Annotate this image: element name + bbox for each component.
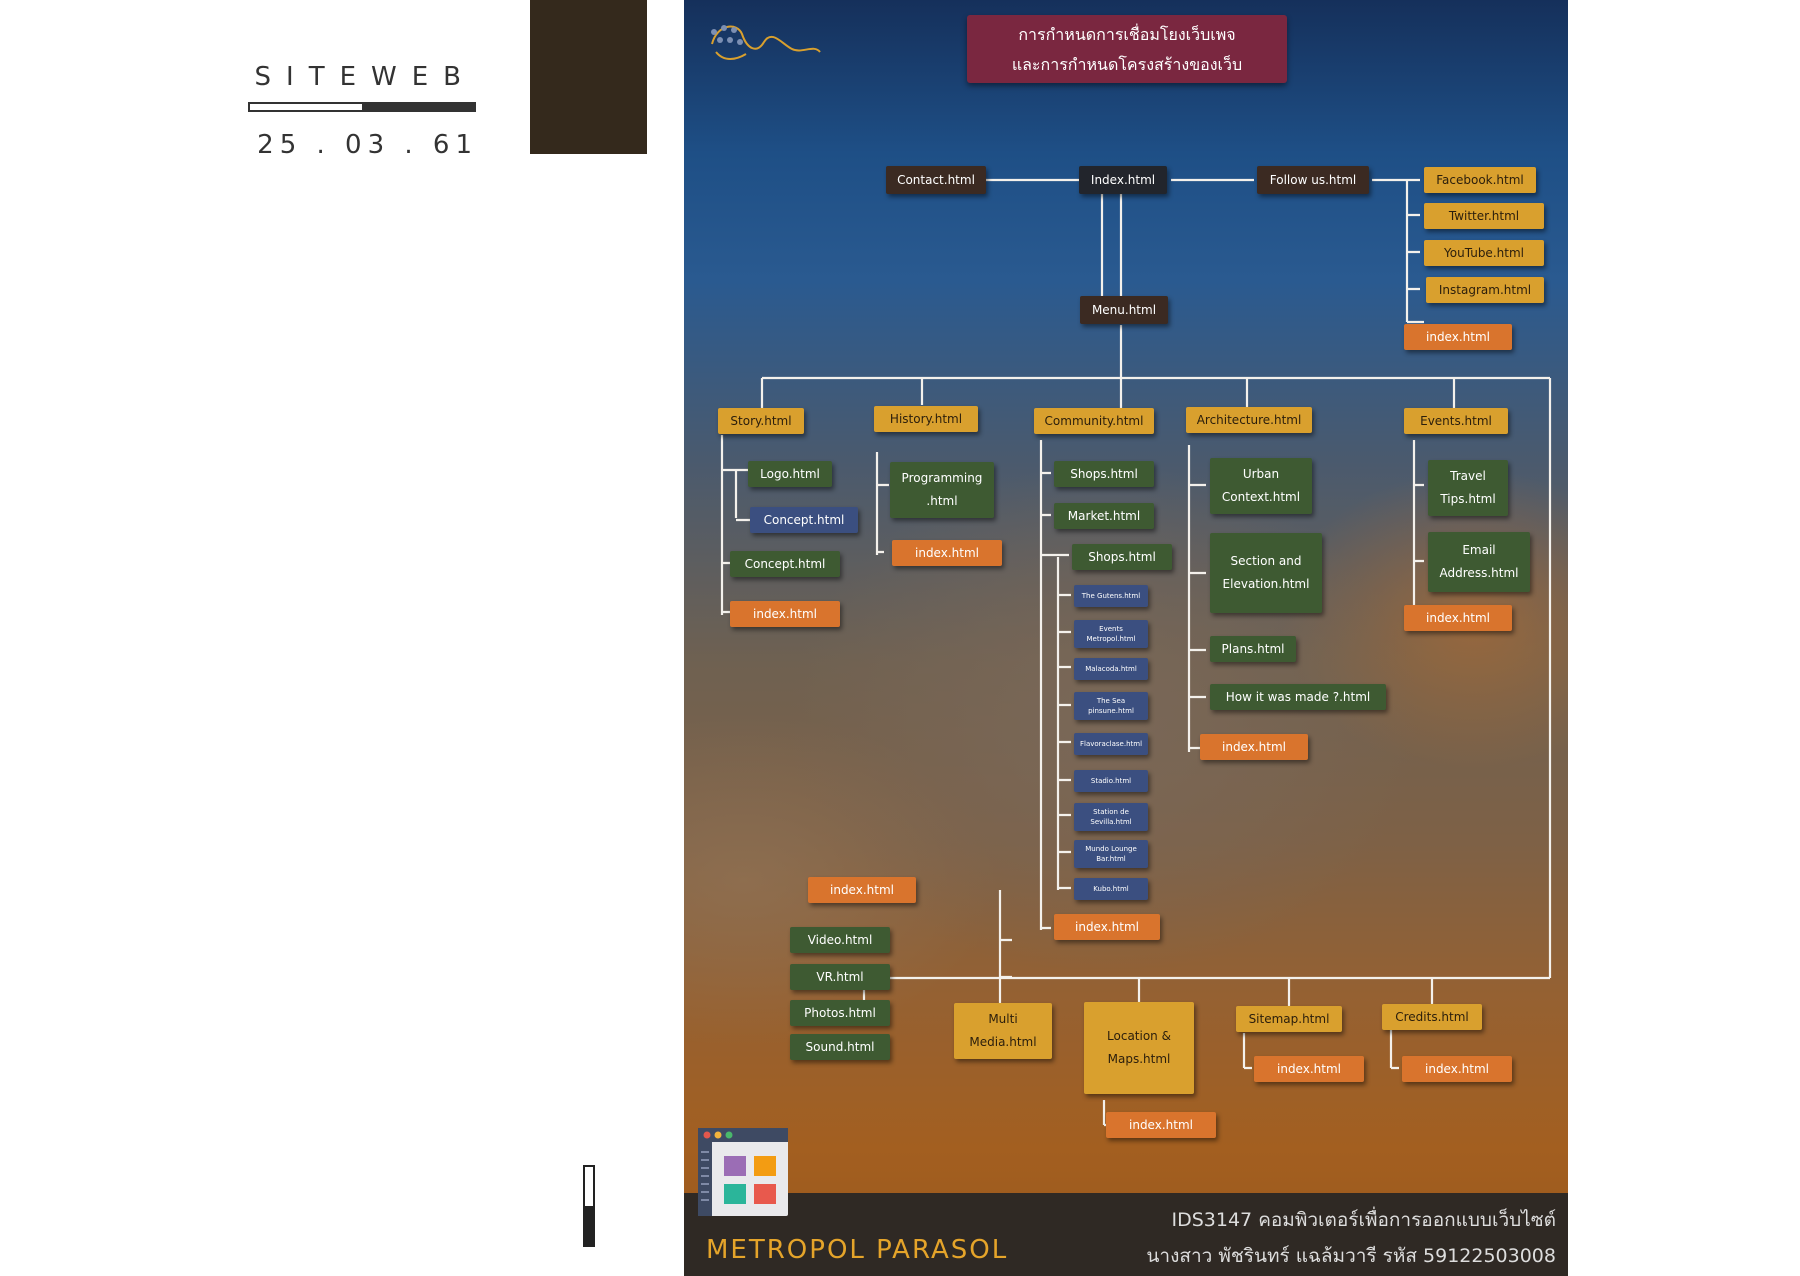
sitemap-poster: การกำหนดการเชื่อมโยงเว็บเพจ และการกำหนดโ… — [684, 0, 1568, 1276]
node-instagram[interactable]: Instagram.html — [1426, 277, 1544, 303]
node-community-index[interactable]: index.html — [1054, 914, 1160, 940]
node-market[interactable]: Market.html — [1054, 503, 1154, 529]
decorative-block — [530, 0, 647, 154]
node-architecture[interactable]: Architecture.html — [1186, 407, 1312, 433]
poster-title-line2: และการกำหนดโครงสร้างของเว็บ — [1011, 55, 1243, 74]
node-shop-item[interactable]: Kubo.html — [1074, 878, 1148, 900]
brand-title: SITEWEB — [254, 62, 476, 92]
node-vr[interactable]: VR.html — [790, 964, 890, 990]
node-index[interactable]: Index.html — [1079, 166, 1167, 194]
node-shop-item[interactable]: The Sea pinsune.html — [1074, 692, 1148, 720]
node-facebook[interactable]: Facebook.html — [1424, 167, 1536, 193]
node-contact[interactable]: Contact.html — [886, 166, 986, 194]
date-label: 25 . 03 . 61 — [257, 130, 478, 160]
node-events-index[interactable]: index.html — [1404, 605, 1512, 631]
node-shop-item[interactable]: Flavoraclase.html — [1074, 733, 1148, 755]
node-shops-2[interactable]: Shops.html — [1072, 544, 1172, 570]
node-shop-item[interactable]: Station de Sevilla.html — [1074, 803, 1148, 831]
poster-footer: METROPOL PARASOL IDS3147 คอมพิวเตอร์เพื่… — [684, 1193, 1568, 1276]
node-logo[interactable]: Logo.html — [748, 461, 832, 487]
node-sitemap-index[interactable]: index.html — [1254, 1056, 1364, 1082]
node-video[interactable]: Video.html — [790, 927, 890, 953]
node-concept-1[interactable]: Concept.html — [750, 507, 858, 533]
node-concept-2[interactable]: Concept.html — [730, 551, 840, 577]
node-credits[interactable]: Credits.html — [1382, 1004, 1482, 1030]
node-story-index[interactable]: index.html — [730, 601, 840, 627]
node-follow-index[interactable]: index.html — [1404, 324, 1512, 350]
node-youtube[interactable]: YouTube.html — [1424, 240, 1544, 266]
footer-course: IDS3147 คอมพิวเตอร์เพื่อการออกแบบเว็บไซต… — [1171, 1209, 1557, 1231]
node-history-index[interactable]: index.html — [892, 540, 1002, 566]
node-multimedia-index[interactable]: index.html — [808, 877, 916, 903]
node-location-maps[interactable]: Location & Maps.html — [1084, 1002, 1194, 1094]
node-shop-item[interactable]: Mundo Lounge Bar.html — [1074, 840, 1148, 868]
node-shops-1[interactable]: Shops.html — [1054, 461, 1154, 487]
node-multimedia[interactable]: Multi Media.html — [954, 1003, 1052, 1059]
node-twitter[interactable]: Twitter.html — [1424, 203, 1544, 229]
node-shop-item[interactable]: Malacoda.html — [1074, 658, 1148, 680]
vertical-scrollbar[interactable] — [583, 1165, 595, 1247]
node-shop-item[interactable]: Stadio.html — [1074, 770, 1148, 792]
node-programming[interactable]: Programming .html — [890, 462, 994, 518]
node-community[interactable]: Community.html — [1034, 408, 1154, 434]
node-events[interactable]: Events.html — [1404, 408, 1508, 434]
node-location-index[interactable]: index.html — [1106, 1112, 1216, 1138]
node-urban-context[interactable]: Urban Context.html — [1210, 458, 1312, 514]
node-sitemap[interactable]: Sitemap.html — [1236, 1006, 1342, 1032]
poster-title: การกำหนดการเชื่อมโยงเว็บเพจ และการกำหนดโ… — [967, 15, 1287, 83]
node-section-elevation[interactable]: Section and Elevation.html — [1210, 533, 1322, 613]
node-email-address[interactable]: Email Address.html — [1428, 532, 1530, 592]
node-plans[interactable]: Plans.html — [1210, 636, 1296, 662]
poster-title-line1: การกำหนดการเชื่อมโยงเว็บเพจ — [1018, 25, 1236, 44]
metropol-parasol-logo — [711, 25, 821, 60]
progress-bar — [248, 102, 476, 112]
node-shop-item[interactable]: The Gutens.html — [1074, 585, 1148, 607]
node-architecture-index[interactable]: index.html — [1200, 734, 1308, 760]
progress-fill — [362, 104, 474, 110]
node-menu[interactable]: Menu.html — [1080, 296, 1168, 324]
node-follow-us[interactable]: Follow us.html — [1257, 166, 1369, 194]
node-shop-item[interactable]: Events Metropol.html — [1074, 620, 1148, 648]
node-photos[interactable]: Photos.html — [790, 1000, 890, 1026]
footer-author: นางสาว พัชรินทร์ แฉล้มวารี รหัส 59122503… — [1146, 1245, 1556, 1267]
browser-window-icon — [698, 1128, 788, 1216]
node-travel-tips[interactable]: Travel Tips.html — [1428, 460, 1508, 516]
node-credits-index[interactable]: index.html — [1402, 1056, 1512, 1082]
scrollbar-thumb[interactable] — [585, 1206, 593, 1245]
node-story[interactable]: Story.html — [718, 408, 804, 434]
footer-site-name: METROPOL PARASOL — [706, 1235, 1009, 1265]
node-sound[interactable]: Sound.html — [790, 1034, 890, 1060]
node-how-it-was-made[interactable]: How it was made ?.html — [1210, 684, 1386, 710]
node-history[interactable]: History.html — [874, 406, 978, 432]
